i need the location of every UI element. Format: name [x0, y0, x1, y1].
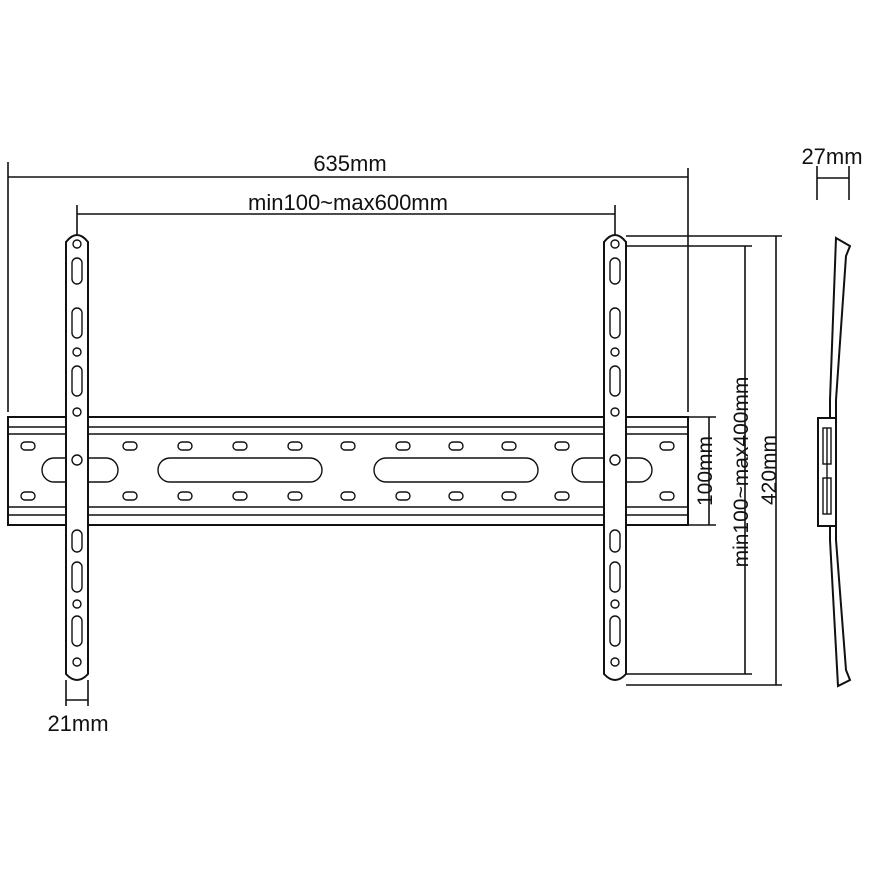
plate-slot — [157, 457, 323, 483]
arm-height-dimension: 420mm — [626, 235, 782, 686]
plate-holes-bottom — [20, 491, 675, 501]
arm-width-label: 21mm — [47, 711, 108, 736]
vesa-vertical-dimension: min100~max400mm — [626, 245, 753, 675]
depth-label: 27mm — [801, 144, 862, 169]
plate-holes-top — [20, 441, 675, 451]
overall-width-label: 635mm — [313, 151, 386, 176]
overall-width-dimension: 635mm — [7, 151, 689, 412]
plate-height-label: 100mm — [694, 436, 717, 506]
vesa-vertical-label: min100~max400mm — [730, 377, 753, 568]
arm-width-dimension: 21mm — [47, 680, 109, 736]
plate-height-dimension: 100mm — [688, 416, 717, 526]
vesa-horizontal-dimension: min100~max600mm — [76, 190, 616, 238]
arm-height-label: 420mm — [758, 435, 781, 505]
wall-plate — [7, 416, 689, 526]
right-arm — [603, 234, 627, 681]
left-arm — [65, 234, 89, 681]
plate-slot — [373, 457, 539, 483]
vesa-horizontal-label: min100~max600mm — [248, 190, 448, 215]
side-view: 27mm — [801, 144, 863, 688]
